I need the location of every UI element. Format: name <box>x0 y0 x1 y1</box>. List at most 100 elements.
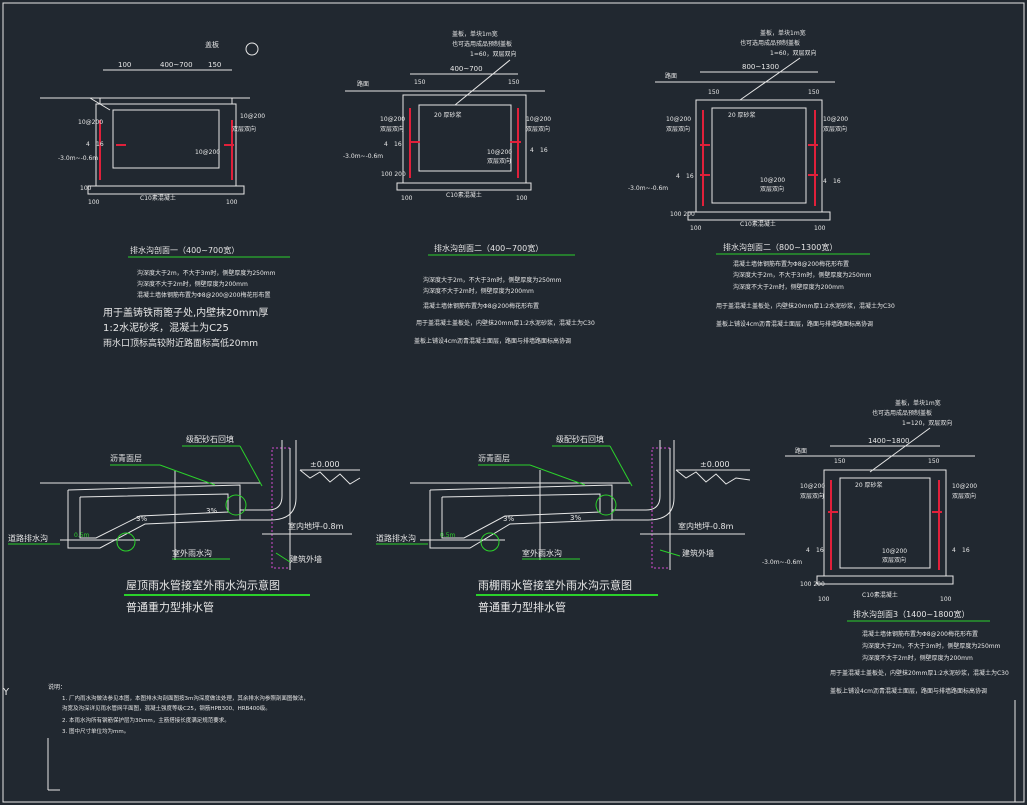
cover-leader <box>869 427 931 473</box>
pipe-detail-circle <box>480 532 500 552</box>
road-label: 路面 <box>665 72 677 80</box>
outer-wall-label: 建筑外墙 <box>682 548 714 558</box>
section-title: 排水沟剖面二（400~700宽） <box>434 243 543 253</box>
downpipe-outer <box>612 440 675 521</box>
notes-heading: 说明： <box>48 683 66 691</box>
rebar-label-right: 10@200 <box>526 116 551 123</box>
rebar-label-right: 10@200 <box>952 483 977 490</box>
schematic-2: 沥青面层 级配砂石回填 ±0.000 道路排水沟 0.5m 3% 3% 室外雨水… <box>376 434 751 614</box>
bar-b: 16 <box>686 173 694 180</box>
rebar-label-left: 10@200 <box>380 116 405 123</box>
rebar-label-left: 10@200 <box>800 483 825 490</box>
dim-top-right: 150 <box>508 79 520 86</box>
gravel-label: 级配砂石回填 <box>556 434 604 444</box>
dim-top-right: 150 <box>808 89 820 96</box>
indoor-floor-label: 室内地坪-0.8m <box>288 521 344 531</box>
dim-bottom-left: 100 <box>401 195 413 202</box>
cover-line-3: 1=60，双层双向 <box>770 49 816 57</box>
road-drain-label: 道路排水沟 <box>376 533 416 543</box>
notes-line-2: 沟宽及沟深详见雨水管网平面图，混凝土强度等级C25，钢筋HPB300、HRB40… <box>62 704 271 712</box>
cover-line-1: 盖板，单块1m宽 <box>452 30 498 38</box>
bar-a-right: 4 <box>823 178 827 185</box>
outlet-detail-circle <box>225 494 247 516</box>
level-zero: ±0.000 <box>310 460 340 469</box>
drain-body-inner <box>79 493 229 539</box>
note-1: 沟深度大于2m，不大于3m时，侧壁厚度为250mm <box>137 269 276 277</box>
rebar-a: 10@200 <box>78 119 103 126</box>
outdoor-drain-label: 室外雨水沟 <box>172 548 212 558</box>
bar-a: 4 <box>806 547 810 554</box>
road-label: 路面 <box>357 80 369 88</box>
level: -3.0m~-0.6m <box>58 155 98 162</box>
schematic-title: 屋顶雨水管接室外雨水沟示意图 <box>126 578 280 592</box>
bar-b-right: 16 <box>962 547 970 554</box>
leader-gravel-diag <box>609 445 633 487</box>
rebar-bottom: 10@200 <box>882 548 907 555</box>
top-width: 400~700 <box>160 61 193 69</box>
channel-outer <box>695 99 823 213</box>
note-5: 盖板上铺设4cm沥青混凝土面层，路面与排墙路面标高协调 <box>414 337 571 345</box>
slope-a: 0.5m <box>74 532 90 539</box>
base-slab <box>396 182 532 191</box>
detail-callout-circle <box>245 42 259 56</box>
soil-hatch <box>675 469 751 485</box>
channel-inner <box>839 477 931 569</box>
cover-line-2: 也可选用成品预制盖板 <box>452 40 512 48</box>
base-label: C10素混凝土 <box>140 194 176 202</box>
note-4: 用于盖混凝土盖板处，内壁抹20mm厚1:2水泥砂浆，混凝土为C30 <box>416 319 595 327</box>
double-layer-bottom: 双层双向 <box>882 556 906 564</box>
cover-leader <box>454 59 511 106</box>
base-label: C10素混凝土 <box>446 191 482 199</box>
asphalt-label: 沥青面层 <box>110 453 142 463</box>
double-layer-bottom: 双层双向 <box>487 157 511 165</box>
bar-b: 16 <box>96 141 104 148</box>
dim-side: 100 200 <box>381 171 406 178</box>
dim-bottom-left: 100 <box>818 596 830 603</box>
level: -3.0m~-0.6m <box>343 153 383 160</box>
top-width: 1400~1800 <box>868 437 910 445</box>
dim-side: 100 200 <box>670 211 695 218</box>
cover-line-2: 也可选用成品预制盖板 <box>872 409 932 417</box>
drain-body-inner <box>441 493 601 539</box>
bar-b: 16 <box>394 141 402 148</box>
schematic-subtitle: 普通重力型排水管 <box>478 600 566 614</box>
slope-pct-b: 3% <box>570 514 581 522</box>
note-4: 用于盖混凝土盖板处，内壁抹20mm厚1:2水泥砂浆，混凝土为C30 <box>716 302 895 310</box>
note-4: 用于盖混凝土盖板处，内壁抹20mm厚1:2水泥砂浆，混凝土为C30 <box>830 669 1009 677</box>
note-2: 沟深度大于2m，不大于3m时，侧壁厚度为250mm <box>733 271 872 279</box>
asphalt-label: 沥青面层 <box>478 453 510 463</box>
double-layer-left: 双层双向 <box>800 492 824 500</box>
bar-a: 4 <box>384 141 388 148</box>
cover-line-1: 盖板，单块1m宽 <box>760 29 806 37</box>
general-notes: 说明： 1. 厂内雨水沟做法参见本图，本图排水沟剖面图按3m沟深度做法处理，其余… <box>48 683 309 735</box>
outer-wall-label: 建筑外墙 <box>290 554 322 564</box>
channel-inner <box>418 104 512 172</box>
dim-bottom-right: 100 <box>226 199 238 206</box>
soil-hatch <box>299 469 361 485</box>
slope-a: 0.5m <box>440 532 456 539</box>
double-layer-right: 双层双向 <box>526 125 550 133</box>
notes-line-1: 1. 厂内雨水沟做法参见本图，本图排水沟剖面图按3m沟深度做法处理，其余排水沟参… <box>62 694 309 702</box>
indoor-floor-label: 室内地坪-0.8m <box>678 521 734 531</box>
notes-line-4: 3. 图中尺寸单位均为mm。 <box>62 727 129 735</box>
double-layer-left: 双层双向 <box>666 125 690 133</box>
double-layer-left: 双层双向 <box>380 125 404 133</box>
note-2: 沟深度不大于2m时，侧壁厚度为200mm <box>423 287 534 295</box>
channel-outer <box>402 94 527 184</box>
note-3: 沟深度不大于2m时，侧壁厚度为200mm <box>733 283 844 291</box>
note-1: 混凝土墙体钢筋布置为Φ8@200梅花形布置 <box>862 630 978 638</box>
double-layer: 双层双向 <box>232 125 256 133</box>
outdoor-drain-label: 室外雨水沟 <box>522 548 562 558</box>
leader-asphalt-diag <box>529 464 586 486</box>
rebar-b: 10@200 <box>195 149 220 156</box>
base-slab <box>87 185 245 195</box>
channel-inner <box>112 109 220 169</box>
cover-label: 盖板 <box>205 40 219 49</box>
downpipe <box>240 440 283 511</box>
bar-a: 4 <box>676 173 680 180</box>
level: -3.0m~-0.6m <box>628 185 668 192</box>
rebar-bottom: 10@200 <box>487 149 512 156</box>
outer-wall-hatch <box>271 447 291 569</box>
